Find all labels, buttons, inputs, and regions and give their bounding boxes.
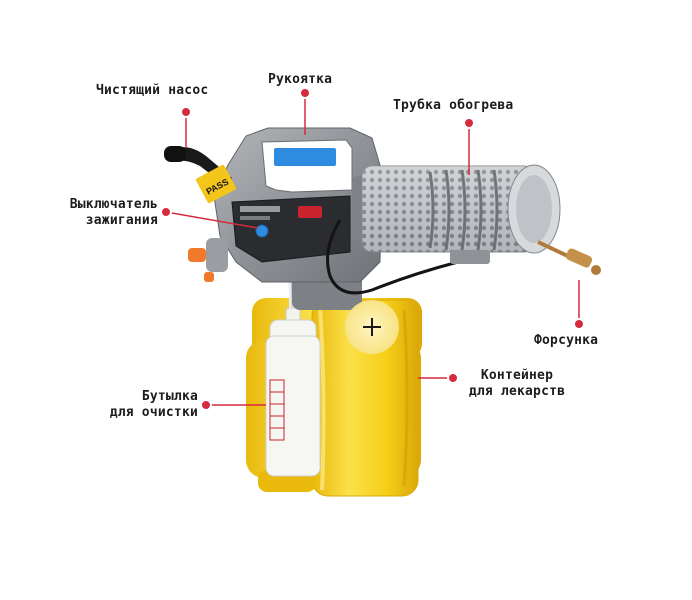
nozzle	[537, 240, 601, 275]
label-ignition-switch-line1: Выключатель	[69, 197, 158, 212]
label-container-line2: для лекарств	[468, 384, 566, 399]
marker-container	[447, 372, 459, 384]
cleaning-bottle	[265, 307, 321, 477]
marker-heating-tube	[463, 117, 475, 129]
leader-lines	[165, 97, 580, 406]
label-heating-tube: Трубка обогрева	[393, 98, 514, 113]
label-handle: Рукоятка	[268, 72, 333, 87]
ignition-knob	[255, 224, 269, 238]
label-container: Контейнер для лекарств	[455, 368, 579, 400]
label-container-line1: Контейнер	[480, 368, 554, 383]
label-ignition-switch-line2: зажигания	[85, 213, 158, 228]
marker-ignition-switch	[160, 206, 172, 218]
device-body	[188, 127, 459, 310]
label-markers	[160, 87, 585, 411]
label-bottle-line2: для очистки	[109, 405, 198, 420]
handle-window	[274, 148, 336, 166]
label-nozzle: Форсунка	[534, 333, 599, 348]
marker-handle	[299, 87, 311, 99]
orange-cap	[188, 248, 206, 262]
marker-nozzle	[573, 318, 585, 330]
heating-tube	[352, 164, 561, 264]
marker-cleaning-pump	[180, 106, 192, 118]
plus-zoom-icon[interactable]	[345, 300, 399, 354]
label-bottle-line1: Бутылка	[141, 389, 198, 404]
label-ignition-switch: Выключатель зажигания	[40, 197, 158, 229]
label-bottle: Бутылка для очистки	[80, 389, 198, 421]
cleaning-pump: PASS	[164, 146, 236, 204]
label-cleaning-pump: Чистящий насос	[96, 83, 209, 98]
marker-bottle	[200, 399, 212, 411]
